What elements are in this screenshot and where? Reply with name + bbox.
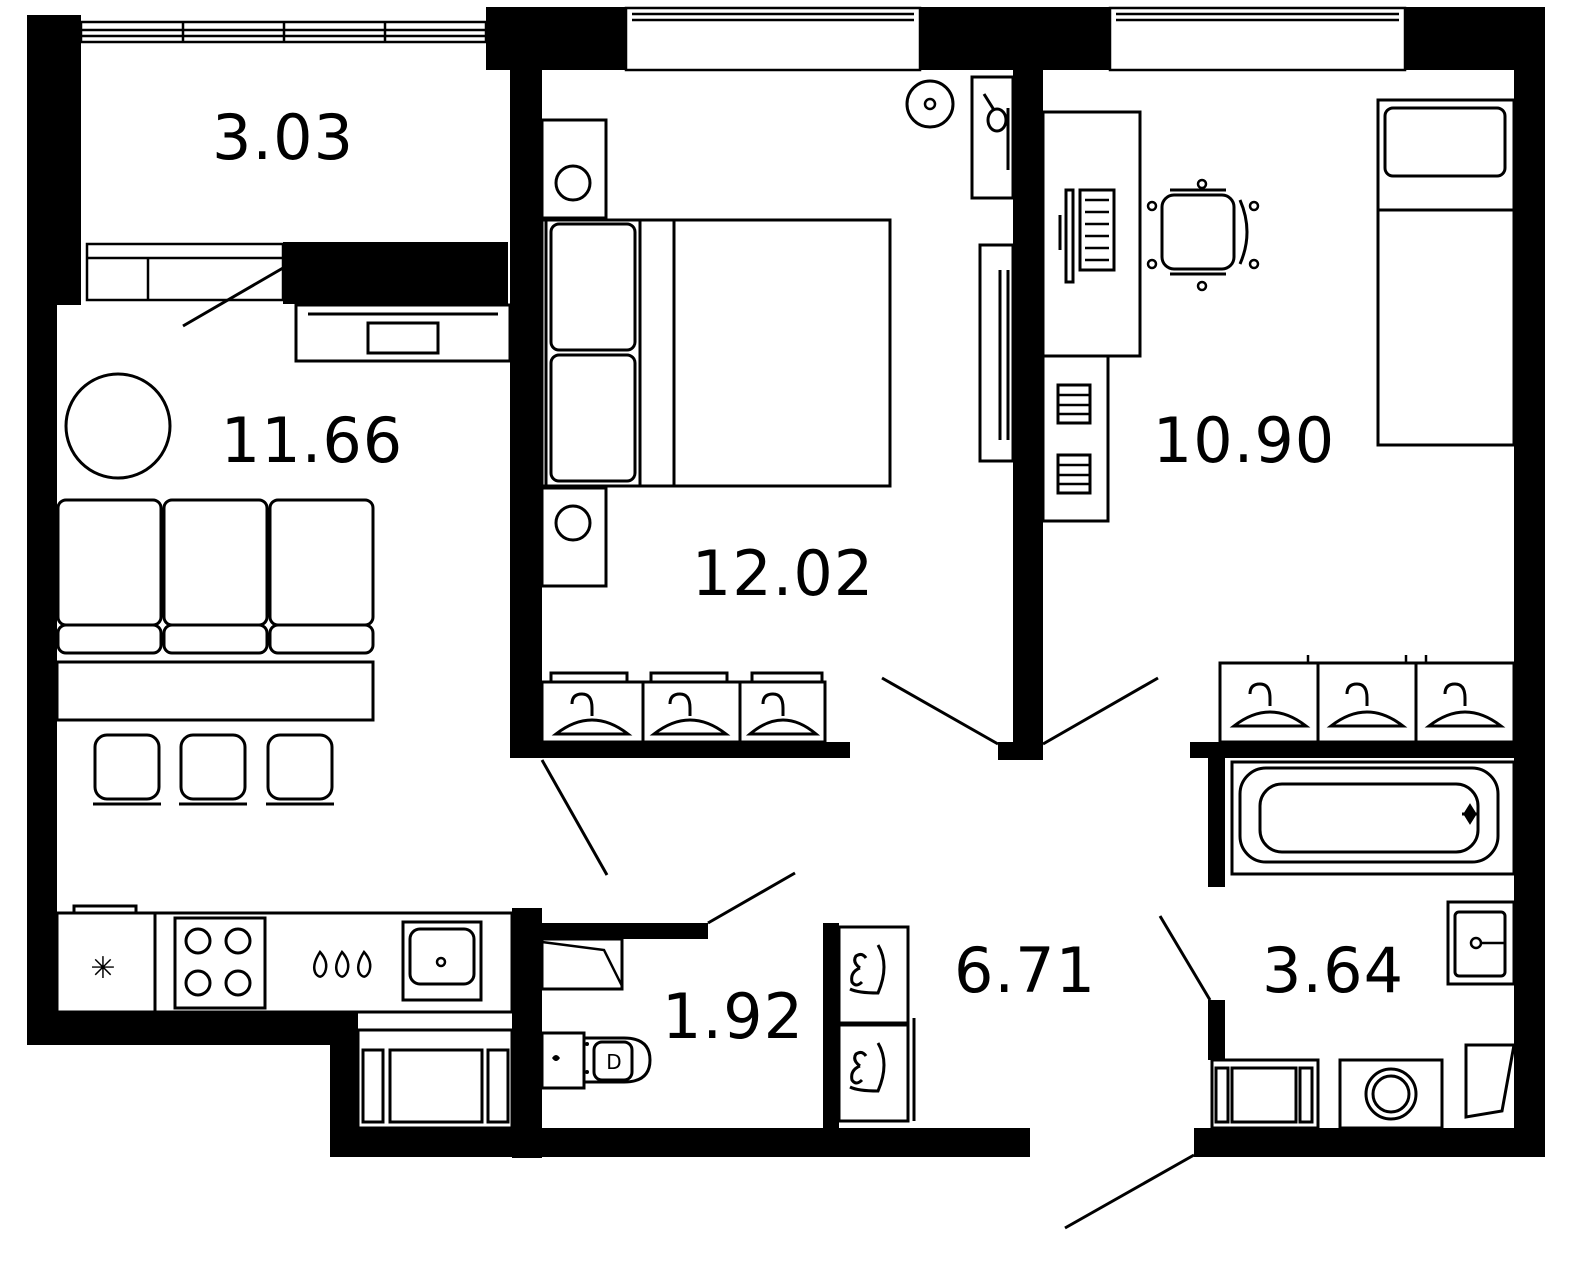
monitor-icon (1064, 188, 1075, 284)
bathroom-area-label: 3.64 (1262, 934, 1404, 1007)
bedroom1-door (881, 676, 999, 746)
utensils-icon (312, 949, 372, 978)
bedroom2-door (1042, 676, 1159, 746)
entrance-door (1064, 1153, 1195, 1230)
doors (182, 266, 1212, 1230)
balcony-area-label: 3.03 (212, 101, 354, 174)
bedroom1-area-label: 12.02 (692, 537, 875, 610)
hanger-icon (551, 692, 821, 736)
walls (27, 7, 1545, 1158)
toilet-area-label: 1.92 (662, 980, 804, 1053)
bathtub-icon (1230, 760, 1516, 876)
svg-text:D: D (606, 1050, 621, 1074)
bathroom-door (1158, 915, 1212, 1001)
toilet-icon (540, 1031, 586, 1090)
hanger-icon (1229, 682, 1506, 728)
fridge-icon: ✳ (90, 951, 115, 986)
washing-machine-icon (1338, 1058, 1444, 1130)
kitchen-living-furniture: ✳ (55, 303, 514, 1130)
double-bed-icon (540, 218, 892, 488)
balcony-door (182, 266, 284, 328)
living-door (540, 759, 609, 876)
kitchen-living-area-label: 11.66 (221, 404, 404, 477)
washbasin-icon (1446, 900, 1516, 986)
windows (79, 6, 1407, 302)
single-bed-icon (1376, 98, 1516, 447)
hallway-area-label: 6.71 (954, 934, 1096, 1007)
office-chair-icon (1160, 193, 1236, 271)
bedroom2-furniture (1041, 98, 1516, 744)
toilet-door (707, 871, 796, 925)
area-labels: 3.03 11.66 12.02 10.90 6.71 1.92 3.64 (212, 101, 1404, 1053)
kitchen-sink-icon (401, 920, 483, 1002)
bedroom1-furniture (540, 75, 1015, 744)
bedroom2-area-label: 10.90 (1153, 404, 1336, 477)
bathroom-furniture (1210, 760, 1516, 1130)
toilet-furniture: D (540, 937, 652, 1090)
round-table-icon (64, 372, 172, 480)
hallway-furniture (837, 925, 916, 1123)
